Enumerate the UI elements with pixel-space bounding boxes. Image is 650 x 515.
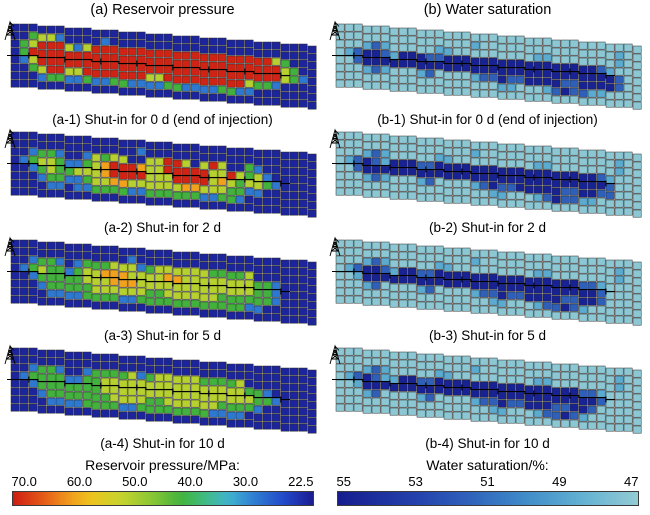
tick-label: 50.0 [122, 474, 148, 489]
panel-caption-b3: (b-3) Shut-in for 5 d [428, 328, 547, 343]
derrick-icon [329, 128, 340, 149]
tick-label: 49 [552, 474, 567, 489]
well-line [6, 52, 290, 79]
panel-b1: (b-1) Shut-in for 0 d (end of injection) [327, 20, 649, 128]
legend-pressure: Reservoir pressure/MPa: 70.0 60.0 50.0 4… [11, 457, 314, 506]
reservoir-grid-a1 [4, 20, 316, 110]
cell-grid [10, 23, 316, 110]
panel-caption-b2: (b-2) Shut-in for 2 d [428, 220, 547, 235]
well-line [6, 160, 290, 187]
column-pressure: (a) Reservoir pressure (a-1) Shut-in for… [0, 0, 325, 506]
pressure-colorbar [11, 491, 314, 506]
column-title-a: (a) Reservoir pressure [90, 2, 235, 18]
column-saturation: (b) Water saturation (b-1) Shut-in for 0… [325, 0, 650, 506]
panel-caption-b4: (b-4) Shut-in for 10 d [425, 436, 550, 451]
reservoir-grid-b4 [329, 344, 641, 434]
panel-a1: (a-1) Shut-in for 0 d (end of injection) [2, 20, 324, 128]
cell-grid [335, 131, 641, 218]
tick-label: 47 [624, 474, 639, 489]
tick-label: 53 [408, 474, 423, 489]
panel-b4: (b-4) Shut-in for 10 d [327, 344, 649, 452]
reservoir-grid-a3 [4, 236, 316, 326]
panel-caption-a3: (a-3) Shut-in for 5 d [103, 328, 222, 343]
cell-grid [10, 347, 316, 434]
derrick-icon [4, 128, 15, 149]
tick-label: 30.0 [232, 474, 259, 489]
legend-saturation: Water saturation/%: 55 53 51 49 47 [336, 457, 639, 506]
tick-label: 51 [480, 474, 495, 489]
cell-grid [335, 23, 641, 110]
reservoir-grid-b3 [329, 236, 641, 326]
legend-pressure-title: Reservoir pressure/MPa: [85, 457, 240, 473]
derrick-icon [329, 344, 340, 365]
tick-label: 60.0 [66, 474, 93, 489]
panel-a3: (a-3) Shut-in for 5 d [2, 236, 324, 344]
legend-saturation-title: Water saturation/%: [426, 457, 549, 473]
cell-grid [335, 347, 641, 434]
tick-label: 40.0 [177, 474, 203, 489]
derrick-icon [4, 236, 15, 257]
tick-label: 22.5 [288, 474, 314, 489]
legend-pressure-ticks: 70.0 60.0 50.0 40.0 30.0 22.5 [12, 474, 314, 490]
saturation-colorbar [336, 491, 639, 506]
cell-grid [10, 131, 316, 218]
reservoir-grid-b2 [329, 128, 641, 218]
panel-a2: (a-2) Shut-in for 2 d [2, 128, 324, 236]
well-line [331, 268, 615, 295]
well-line [331, 376, 615, 403]
panel-b3: (b-3) Shut-in for 5 d [327, 236, 649, 344]
panel-a4: (a-4) Shut-in for 10 d [2, 344, 324, 452]
derrick-icon [329, 20, 340, 41]
reservoir-grid-b1 [329, 20, 641, 110]
well-line [331, 52, 615, 79]
derrick-icon [4, 344, 15, 365]
tick-label: 55 [336, 474, 351, 489]
well-line [331, 160, 615, 187]
cell-grid [335, 239, 641, 326]
tick-label: 70.0 [11, 474, 37, 489]
well-line [6, 376, 290, 403]
panel-caption-b1: (b-1) Shut-in for 0 d (end of injection) [377, 112, 598, 127]
reservoir-grid-a4 [4, 344, 316, 434]
cell-grid [10, 239, 316, 326]
column-title-b: (b) Water saturation [423, 2, 552, 18]
derrick-icon [329, 236, 340, 257]
panel-caption-a1: (a-1) Shut-in for 0 d (end of injection) [52, 112, 273, 127]
derrick-icon [4, 20, 15, 41]
well-line [6, 268, 290, 295]
legend-saturation-ticks: 55 53 51 49 47 [337, 474, 639, 490]
panel-b2: (b-2) Shut-in for 2 d [327, 128, 649, 236]
panel-caption-a2: (a-2) Shut-in for 2 d [103, 220, 222, 235]
panel-caption-a4: (a-4) Shut-in for 10 d [100, 436, 225, 451]
reservoir-grid-a2 [4, 128, 316, 218]
